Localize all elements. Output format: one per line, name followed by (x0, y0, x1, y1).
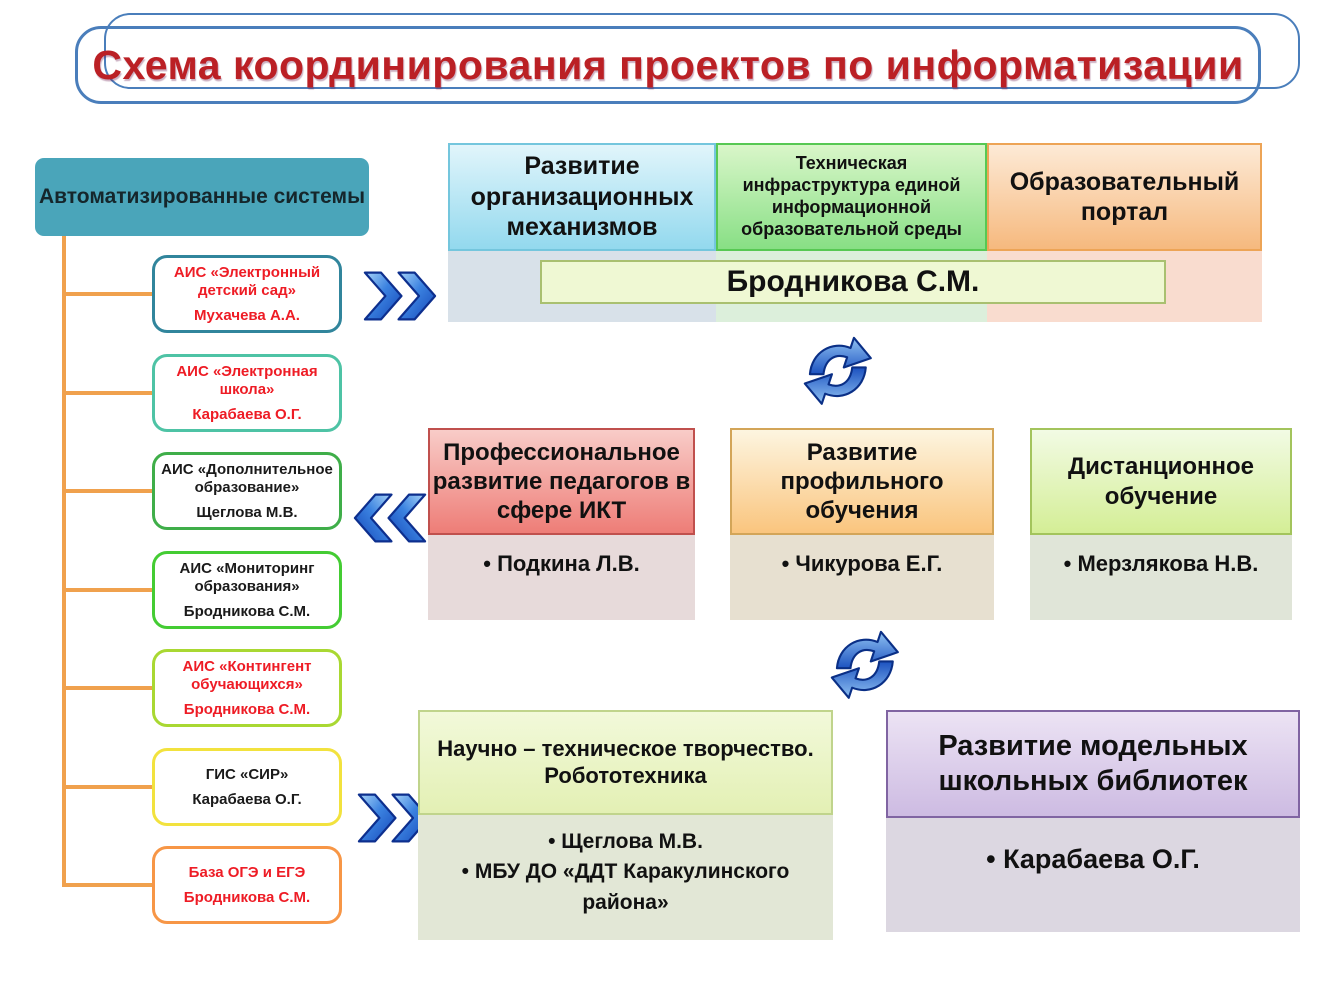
panel-distance-learning-header: Дистанционное обучение (1030, 428, 1292, 535)
tree-node-title: База ОГЭ и ЕГЭ (188, 864, 306, 882)
panel-school-libraries-body: • Карабаева О.Г. (886, 818, 1300, 932)
sync-arrows-icon (820, 624, 908, 704)
tree-node-title: АИС «Мониторинг образования» (179, 560, 315, 595)
tree-node-electronic-kindergarten: АИС «Электронный детский сад» Мухачева А… (152, 255, 342, 333)
panel-robotics-header: Научно – техническое творчество. Роботот… (418, 710, 833, 815)
panel-profile-education-body: • Чикурова Е.Г. (730, 535, 994, 620)
tree-node-gis-sir: ГИС «СИР» Карабаева О.Г. (152, 748, 342, 826)
tree-branch-line (62, 489, 154, 493)
tree-root-automated-systems: Автоматизированные системы (35, 158, 369, 236)
double-chevron-right-icon (362, 264, 438, 328)
title-banner: Схема координирования проектов по информ… (75, 13, 1300, 104)
panel-org-mechanisms-header: Развитие организационных механизмов (448, 143, 716, 251)
tree-branch-line (62, 686, 154, 690)
tree-node-title: ГИС «СИР» (205, 766, 289, 784)
sync-arrows-icon (793, 330, 881, 410)
double-chevron-right-icon (356, 786, 432, 850)
panel-teacher-ict-development-body: • Подкина Л.В. (428, 535, 695, 620)
tree-node-person: Бродникова С.М. (183, 888, 311, 906)
tree-node-student-contingent: АИС «Контингент обучающихся» Бродникова … (152, 649, 342, 727)
tree-node-person: Карабаева О.Г. (192, 405, 302, 423)
panel-robotics-bullet: • МБУ ДО «ДДТ Каракулинского района» (461, 860, 790, 914)
panel-distance-learning-body: • Мерзлякова Н.В. (1030, 535, 1292, 620)
tree-node-person: Щеглова М.В. (196, 503, 298, 521)
panel-robotics-body: • Щеглова М.В. • МБУ ДО «ДДТ Каракулинск… (418, 815, 833, 940)
tree-node-title: АИС «Электронный детский сад» (173, 264, 321, 299)
tree-node-person: Мухачева А.А. (194, 306, 300, 324)
tree-trunk-line (62, 236, 66, 887)
double-chevron-left-icon (352, 486, 428, 550)
panel-tech-infrastructure-header: Техническая инфраструктура единой информ… (716, 143, 987, 251)
tree-node-electronic-school: АИС «Электронная школа» Карабаева О.Г. (152, 354, 342, 432)
page-title: Схема координирования проектов по информ… (92, 41, 1244, 88)
coordinator-bar: Бродникова С.М. (540, 260, 1166, 304)
tree-node-person: Карабаева О.Г. (192, 790, 302, 808)
panel-school-libraries-header: Развитие модельных школьных библиотек (886, 710, 1300, 818)
panel-robotics-bullet: • Щеглова М.В. (548, 830, 703, 853)
tree-branch-line (62, 883, 154, 887)
tree-node-oge-ege-base: База ОГЭ и ЕГЭ Бродникова С.М. (152, 846, 342, 924)
tree-node-title: АИС «Электронная школа» (176, 363, 318, 398)
tree-branch-line (62, 391, 154, 395)
tree-node-education-monitoring: АИС «Мониторинг образования» Бродникова … (152, 551, 342, 629)
tree-branch-line (62, 588, 154, 592)
tree-node-title: АИС «Контингент обучающихся» (182, 658, 312, 693)
panel-educational-portal-header: Образовательный портал (987, 143, 1262, 251)
tree-node-person: Бродникова С.М. (183, 602, 311, 620)
tree-node-person: Бродникова С.М. (183, 700, 311, 718)
tree-node-additional-education: АИС «Дополнительное образование» Щеглова… (152, 452, 342, 530)
tree-branch-line (62, 292, 154, 296)
tree-branch-line (62, 785, 154, 789)
panel-profile-education-header: Развитие профильного обучения (730, 428, 994, 535)
panel-teacher-ict-development-header: Профессиональное развитие педагогов в сф… (428, 428, 695, 535)
tree-node-title: АИС «Дополнительное образование» (161, 461, 333, 496)
